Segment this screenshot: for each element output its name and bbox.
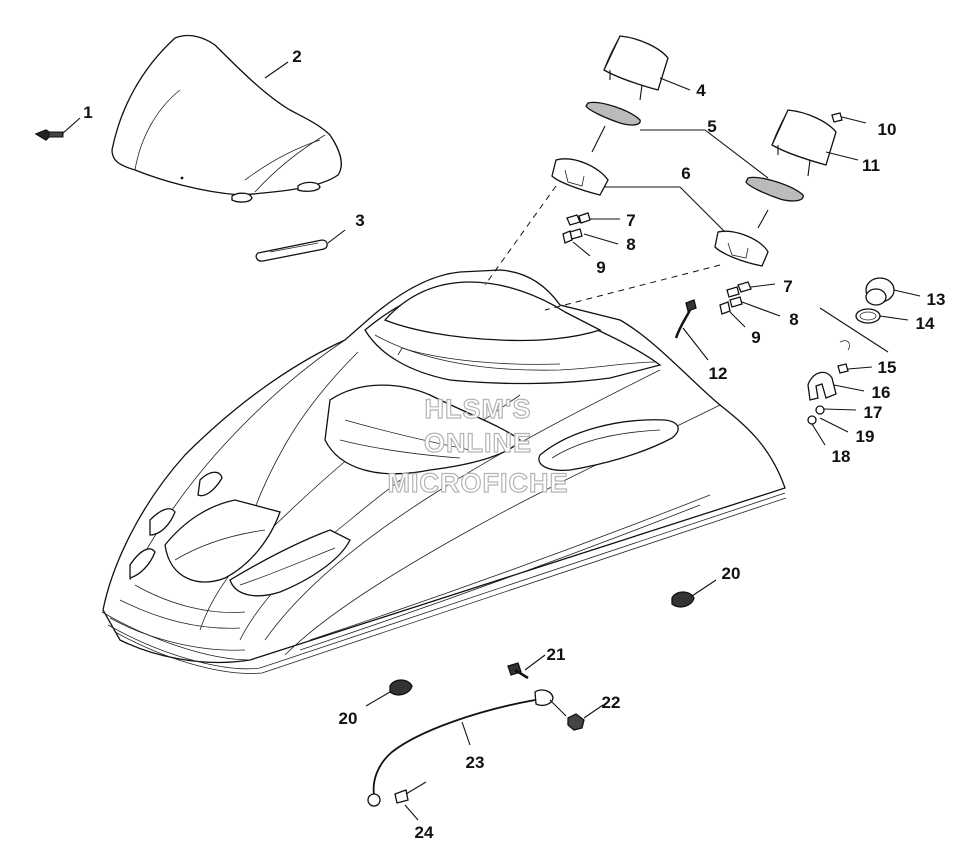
callout-2: 2 — [292, 47, 301, 66]
callout-18: 18 — [832, 447, 851, 466]
callout-17: 17 — [864, 403, 883, 422]
part-17-19-nuts — [807, 405, 857, 446]
callout-16: 16 — [872, 383, 891, 402]
callout-7-upper: 7 — [626, 211, 635, 230]
part-4-gauge-cover — [603, 35, 691, 101]
callout-20-right: 20 — [722, 564, 741, 583]
part-3-strap — [255, 229, 346, 262]
part-20-grommet-right — [671, 579, 717, 608]
part-7-8-9-fasteners-upper — [562, 212, 620, 257]
part-24-rivet — [394, 781, 427, 821]
part-20-grommet-left — [365, 679, 413, 707]
callout-21: 21 — [547, 645, 566, 664]
part-6-bezels — [484, 158, 769, 311]
front-recess-right — [229, 529, 351, 597]
watermark: HLSM'S ONLINE MICROFICHE — [387, 393, 569, 498]
part-23-tether-cable — [367, 689, 567, 807]
part-1-screw — [34, 117, 81, 141]
hood-assembly — [101, 269, 787, 674]
part-22-nut — [567, 704, 604, 731]
hood-top-cap — [383, 281, 602, 342]
cockpit-recess — [324, 384, 521, 475]
part-5-gaskets — [585, 101, 804, 202]
part-16-bracket — [807, 371, 865, 401]
callout-11: 11 — [862, 156, 880, 175]
callout-1: 1 — [83, 103, 92, 122]
callout-4: 4 — [696, 81, 706, 100]
callout-19: 19 — [856, 427, 875, 446]
part-13-gauge — [865, 277, 921, 306]
part-7-8-9-fasteners-lower — [719, 281, 781, 328]
part-10-screw — [831, 112, 867, 124]
callout-9-lower: 9 — [751, 328, 760, 347]
watermark-line-3: MICROFICHE — [388, 468, 569, 498]
callout-10: 10 — [878, 120, 897, 139]
callout-20-left: 20 — [339, 709, 358, 728]
side-vent — [538, 419, 679, 471]
callout-5: 5 — [707, 117, 716, 136]
part-11-gauge-cover — [771, 109, 859, 177]
part-14-ring — [855, 308, 909, 324]
part-12-wire — [674, 299, 709, 361]
callout-6: 6 — [681, 164, 690, 183]
callout-labels: 1 2 3 4 5 6 7 8 9 7 8 9 10 11 12 13 14 1… — [83, 47, 945, 842]
callout-9-upper: 9 — [596, 258, 605, 277]
callout-3: 3 — [355, 211, 364, 230]
callout-14: 14 — [916, 314, 935, 333]
callout-23: 23 — [466, 753, 485, 772]
part-21-bolt — [507, 654, 546, 680]
callout-8-upper: 8 — [626, 235, 635, 254]
callout-8-lower: 8 — [789, 310, 798, 329]
callout-24: 24 — [415, 823, 434, 842]
callout-15: 15 — [878, 358, 897, 377]
watermark-line-2: ONLINE — [424, 428, 532, 458]
callout-12: 12 — [709, 364, 728, 383]
part-15-clip — [837, 340, 873, 374]
callout-22: 22 — [602, 693, 621, 712]
part-2-windshield — [111, 34, 342, 203]
front-recess-left — [164, 499, 281, 583]
callout-7-lower: 7 — [783, 277, 792, 296]
watermark-line-1: HLSM'S — [425, 394, 532, 424]
callout-13: 13 — [927, 290, 946, 309]
